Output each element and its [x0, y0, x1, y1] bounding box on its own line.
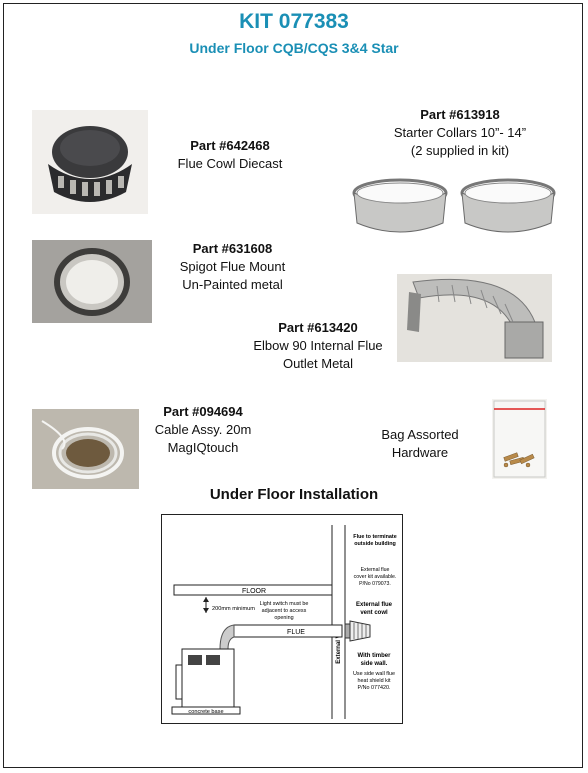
part-description: Flue Cowl Diecast: [177, 156, 283, 171]
part-number: Part #613420: [278, 320, 358, 335]
page-border: [3, 3, 583, 768]
part-094694-label: Part #094694 Cable Assy. 20m MagIQtouch: [143, 403, 263, 457]
part-description: Starter Collars 10”- 14”: [393, 125, 527, 140]
part-613420-label: Part #613420 Elbow 90 Internal Flue Outl…: [238, 319, 398, 373]
elbow-flue-photo: [397, 274, 552, 362]
flue-cowl-photo: [32, 110, 148, 214]
heat-shield-text: Use side wall flue: [353, 671, 395, 677]
part-description: Cable Assy. 20m: [154, 422, 252, 437]
part-number: Part #094694: [163, 404, 243, 419]
kit-title: KIT 077383: [239, 10, 349, 33]
flue-terminate-text: Flue to terminate: [353, 534, 396, 540]
external-wall-text: External Wall: [336, 626, 342, 664]
part-description: Elbow 90 Internal Flue: [253, 338, 383, 353]
flue-terminate-text: outside building: [354, 541, 396, 547]
timber-text: With timber: [358, 653, 392, 659]
timber-text: side wall.: [361, 661, 388, 667]
light-switch-text: Light switch must be: [260, 601, 309, 607]
hardware-bag-photo: [492, 399, 547, 479]
part-description: Spigot Flue Mount: [179, 259, 286, 274]
part-number: Part #613918: [420, 107, 500, 122]
cable-assembly-photo: [32, 409, 139, 489]
kit-subtitle: Under Floor CQB/CQS 3&4 Star: [189, 40, 399, 56]
hardware-bag-label: Bag Assorted Hardware: [365, 426, 475, 462]
vent-cowl-text: vent cowl: [360, 610, 388, 616]
part-number: Part #631608: [192, 241, 273, 256]
part-description: Bag Assorted: [381, 427, 459, 442]
part-description: (2 supplied in kit): [410, 143, 510, 158]
installation-diagram: External Wall FLOOR 200mm minimum Light …: [161, 514, 403, 724]
part-631608-label: Part #631608 Spigot Flue Mount Un-Painte…: [160, 240, 305, 294]
flue-text: FLUE: [287, 629, 305, 636]
heat-shield-text: heat shield kit: [358, 678, 391, 684]
external-cover-text: External flue: [361, 567, 390, 573]
floor-text: FLOOR: [242, 588, 266, 595]
light-switch-text: opening: [274, 615, 293, 621]
spigot-flue-mount-photo: [32, 240, 152, 323]
heat-shield-text: P/No 077420.: [358, 685, 391, 691]
part-description: Hardware: [391, 445, 449, 460]
part-642468-label: Part #642468 Flue Cowl Diecast: [160, 137, 300, 173]
vent-cowl-text: External flue: [356, 602, 393, 608]
light-switch-text: adjacent to access: [262, 608, 307, 614]
part-613918-label: Part #613918 Starter Collars 10”- 14” (2…: [370, 106, 550, 160]
part-number: Part #642468: [190, 138, 270, 153]
part-description: Outlet Metal: [282, 356, 354, 371]
starter-collars-photo: [345, 173, 563, 239]
part-description: MagIQtouch: [167, 440, 239, 455]
section-title: Under Floor Installation: [209, 486, 379, 503]
external-cover-text: P/No 079073.: [359, 581, 391, 587]
part-description: Un-Painted metal: [182, 277, 283, 292]
concrete-base-text: concrete base: [188, 709, 223, 715]
min-gap-text: 200mm minimum: [212, 606, 255, 612]
external-cover-text: cover kit available.: [354, 574, 397, 580]
